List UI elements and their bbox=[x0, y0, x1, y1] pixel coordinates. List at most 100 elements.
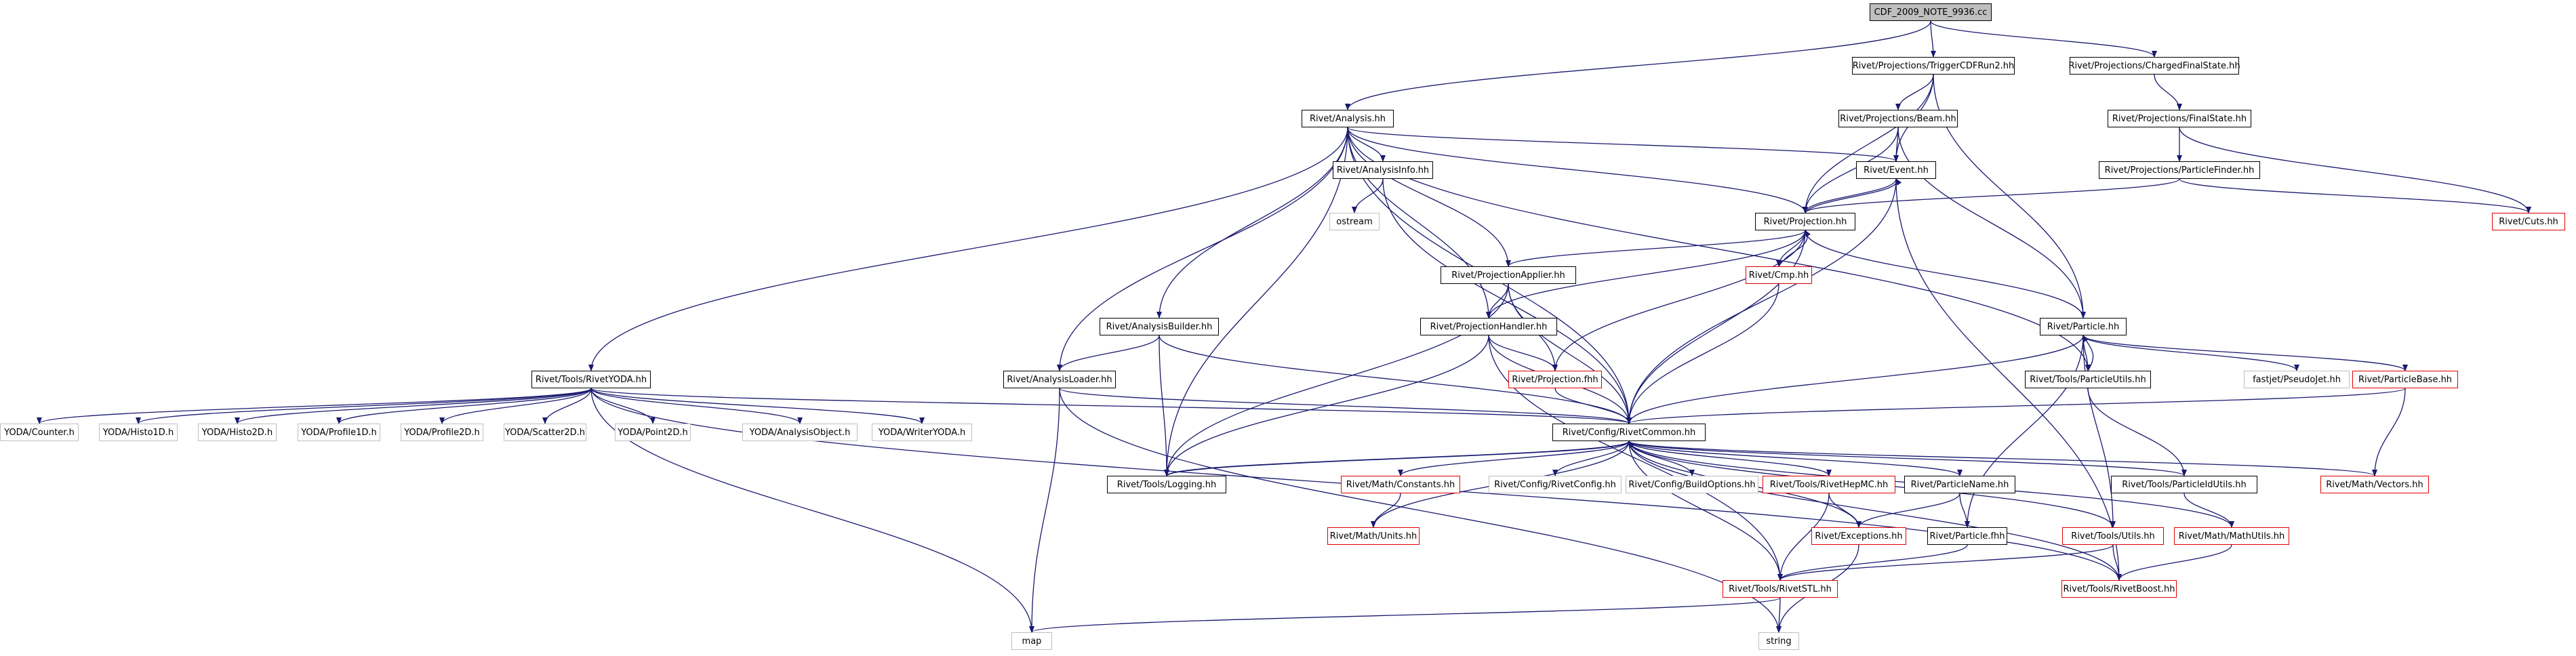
node-ys2: YODA/Scatter2D.h bbox=[504, 424, 586, 441]
edge-event-to-common bbox=[1626, 178, 1897, 424]
node-projfhh[interactable]: Rivet/Projection.fhh bbox=[1508, 371, 1602, 388]
node-boost[interactable]: Rivet/Tools/RivetBoost.hh bbox=[2061, 580, 2177, 598]
node-projection[interactable]: Rivet/Projection.hh bbox=[1755, 213, 1855, 230]
edge-constants-to-units bbox=[1371, 493, 1401, 528]
edge-event-to-projection bbox=[1803, 178, 1897, 213]
node-rivetyoda[interactable]: Rivet/Tools/RivetYODA.hh bbox=[531, 371, 651, 388]
node-rconfig: Rivet/Config/RivetConfig.hh bbox=[1489, 476, 1622, 493]
edge-particle-to-tutils bbox=[2082, 335, 2116, 528]
edge-common-to-vectors bbox=[1628, 440, 2377, 476]
node-constants[interactable]: Rivet/Math/Constants.hh bbox=[1341, 476, 1460, 493]
edge-trig-to-projection bbox=[1803, 74, 1934, 213]
edge-projection-to-particle bbox=[1805, 230, 2086, 319]
edge-root-to-cfs bbox=[1930, 20, 2157, 58]
node-bopts: Rivet/Config/BuildOptions.hh bbox=[1626, 476, 1758, 493]
node-label: Rivet/AnalysisInfo.hh bbox=[1336, 165, 1430, 176]
node-label: string bbox=[1766, 636, 1792, 647]
node-label: Rivet/Particle.fhh bbox=[1929, 531, 2005, 541]
node-label: Rivet/Tools/ParticleIdUtils.hh bbox=[2122, 479, 2247, 490]
node-cfs[interactable]: Rivet/Projections/ChargedFinalState.hh bbox=[2068, 57, 2240, 75]
edge-rivetyoda-to-yp1 bbox=[336, 388, 592, 424]
edge-analysis-to-papplier bbox=[1347, 127, 1511, 267]
node-hepmc[interactable]: Rivet/Tools/RivetHepMC.hh bbox=[1763, 476, 1895, 493]
node-pfinder[interactable]: Rivet/Projections/ParticleFinder.hh bbox=[2099, 161, 2260, 179]
node-event[interactable]: Rivet/Event.hh bbox=[1856, 161, 1936, 179]
node-map: map bbox=[1011, 632, 1052, 650]
edge-pfinder-to-projection bbox=[1803, 178, 2180, 213]
edge-rivetyoda-to-ys2 bbox=[542, 388, 592, 424]
edge-analysis-to-phandler bbox=[1347, 127, 1491, 319]
node-putils[interactable]: Rivet/Tools/ParticleUtils.hh bbox=[2025, 371, 2151, 388]
edge-stl-to-map bbox=[1029, 597, 1781, 633]
node-beam[interactable]: Rivet/Projections/Beam.hh bbox=[1838, 110, 1958, 127]
node-label: Rivet/ProjectionHandler.hh bbox=[1430, 321, 1548, 332]
node-label: YODA/Point2D.h bbox=[618, 427, 688, 438]
node-label: Rivet/Tools/Utils.hh bbox=[2071, 531, 2155, 541]
edge-phandler-to-stl bbox=[1488, 335, 1783, 581]
edge-common-to-hepmc bbox=[1628, 440, 1832, 476]
node-label: YODA/AnalysisObject.h bbox=[749, 427, 851, 438]
node-particle[interactable]: Rivet/Particle.hh bbox=[2040, 318, 2127, 335]
edge-projection-to-common bbox=[1626, 230, 1806, 424]
node-label: Rivet/Math/MathUtils.hh bbox=[2178, 531, 2285, 541]
node-logging[interactable]: Rivet/Tools/Logging.hh bbox=[1107, 476, 1226, 493]
node-label: Rivet/ParticleBase.hh bbox=[2358, 374, 2453, 385]
node-fs[interactable]: Rivet/Projections/FinalState.hh bbox=[2108, 110, 2251, 127]
node-label: Rivet/Tools/RivetBoost.hh bbox=[2063, 583, 2175, 594]
node-yao: YODA/AnalysisObject.h bbox=[742, 424, 858, 441]
node-label: Rivet/ParticleName.hh bbox=[1910, 479, 2009, 490]
node-trig[interactable]: Rivet/Projections/TriggerCDFRun2.hh bbox=[1852, 57, 2015, 75]
node-label: Rivet/Tools/Logging.hh bbox=[1116, 479, 1217, 490]
node-vectors[interactable]: Rivet/Math/Vectors.hh bbox=[2320, 476, 2429, 493]
node-pseudojet: fastjet/PseudoJet.hh bbox=[2244, 371, 2350, 388]
edge-analysis-to-projection bbox=[1347, 127, 1808, 213]
edge-common-to-stl bbox=[1628, 440, 1783, 581]
node-pfhh[interactable]: Rivet/Particle.fhh bbox=[1927, 527, 2007, 545]
edge-common-to-constants bbox=[1398, 440, 1630, 476]
node-exceptions[interactable]: Rivet/Exceptions.hh bbox=[1811, 527, 1906, 545]
edge-particle-to-common bbox=[1626, 335, 2084, 424]
node-cuts[interactable]: Rivet/Cuts.hh bbox=[2492, 213, 2565, 230]
edge-tutils-to-stl bbox=[1777, 544, 2114, 581]
node-papplier[interactable]: Rivet/ProjectionApplier.hh bbox=[1441, 266, 1576, 284]
edge-analysis-to-aloader bbox=[1057, 127, 1348, 371]
node-label: map bbox=[1022, 636, 1042, 647]
node-label: Rivet/Tools/RivetYODA.hh bbox=[535, 374, 647, 385]
edge-particle-to-pseudojet bbox=[2082, 335, 2299, 371]
node-label: CDF_2009_NOTE_9936.cc bbox=[1874, 7, 1988, 18]
node-label: YODA/WriterYODA.h bbox=[878, 427, 966, 438]
node-label: Rivet/Math/Constants.hh bbox=[1346, 479, 1455, 490]
edge-rivetyoda-to-yp2 bbox=[439, 388, 592, 424]
edge-analysis-to-ainfo bbox=[1347, 127, 1386, 162]
node-yh2: YODA/Histo2D.h bbox=[198, 424, 277, 441]
node-label: Rivet/Tools/RivetHepMC.hh bbox=[1769, 479, 1889, 490]
node-ainfo[interactable]: Rivet/AnalysisInfo.hh bbox=[1333, 161, 1433, 179]
node-ypt: YODA/Point2D.h bbox=[615, 424, 691, 441]
node-stl[interactable]: Rivet/Tools/RivetSTL.hh bbox=[1723, 580, 1838, 598]
node-label: Rivet/Projections/TriggerCDFRun2.hh bbox=[1852, 60, 2015, 71]
node-aloader[interactable]: Rivet/AnalysisLoader.hh bbox=[1003, 371, 1116, 388]
edge-common-to-rconfig bbox=[1552, 440, 1630, 476]
node-label: Rivet/Exceptions.hh bbox=[1815, 531, 1903, 541]
node-cmp[interactable]: Rivet/Cmp.hh bbox=[1746, 266, 1812, 284]
edge-pname-to-exceptions bbox=[1856, 493, 1960, 528]
node-abuilder[interactable]: Rivet/AnalysisBuilder.hh bbox=[1100, 318, 1219, 335]
node-pidutils[interactable]: Rivet/Tools/ParticleIdUtils.hh bbox=[2111, 476, 2257, 493]
edge-analysis-to-rivetyoda bbox=[588, 127, 1348, 371]
node-mathutils[interactable]: Rivet/Math/MathUtils.hh bbox=[2174, 527, 2289, 545]
node-analysis[interactable]: Rivet/Analysis.hh bbox=[1302, 110, 1394, 127]
node-common[interactable]: Rivet/Config/RivetCommon.hh bbox=[1552, 424, 1706, 441]
edge-rivetyoda-to-yao bbox=[590, 388, 803, 424]
node-root[interactable]: CDF_2009_NOTE_9936.cc bbox=[1870, 3, 1992, 21]
edge-mathutils-to-boost bbox=[2116, 544, 2232, 581]
node-label: Rivet/Config/RivetConfig.hh bbox=[1494, 479, 1616, 490]
node-phandler[interactable]: Rivet/ProjectionHandler.hh bbox=[1420, 318, 1557, 335]
node-label: YODA/Scatter2D.h bbox=[504, 427, 586, 438]
node-pname[interactable]: Rivet/ParticleName.hh bbox=[1904, 476, 2015, 493]
node-pbase[interactable]: Rivet/ParticleBase.hh bbox=[2352, 371, 2458, 388]
node-label: Rivet/Cmp.hh bbox=[1748, 270, 1809, 281]
edge-common-to-pname bbox=[1628, 440, 1963, 476]
node-tutils[interactable]: Rivet/Tools/Utils.hh bbox=[2062, 527, 2164, 545]
node-units[interactable]: Rivet/Math/Units.hh bbox=[1327, 527, 1420, 545]
